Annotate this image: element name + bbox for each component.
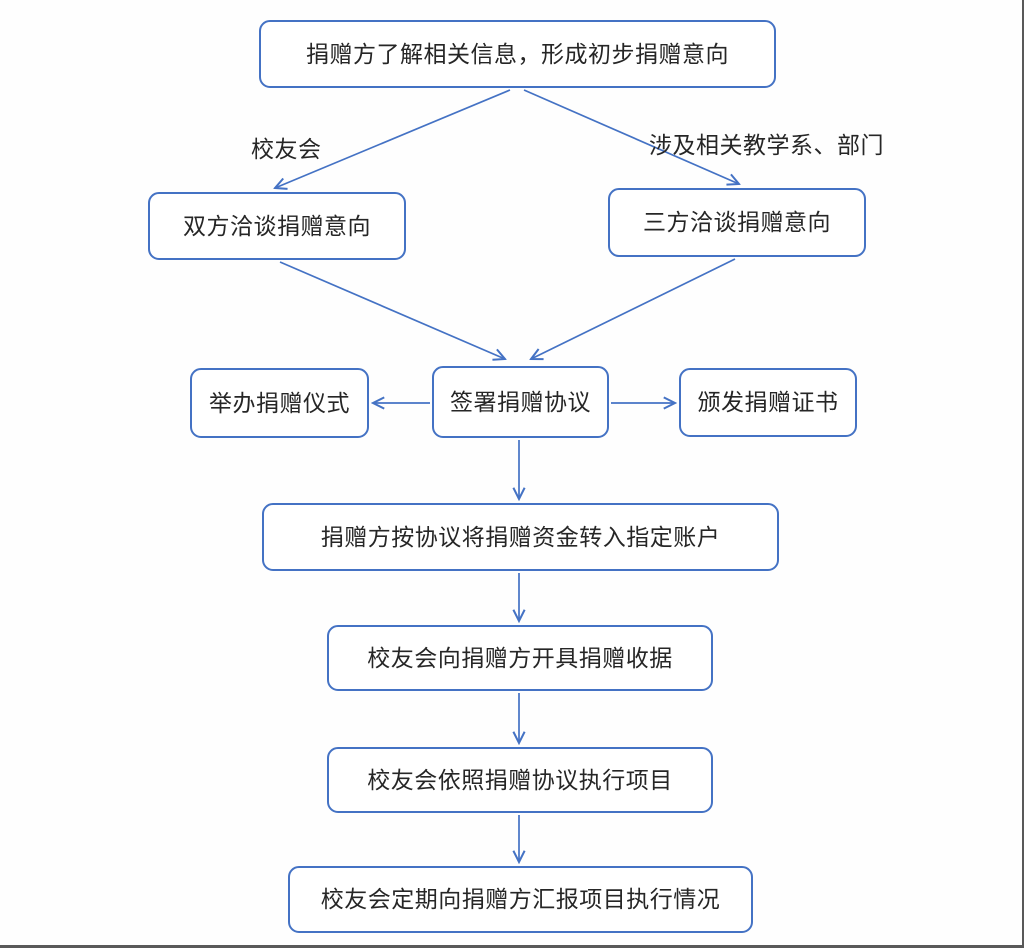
node-progress-report: 校友会定期向捐赠方汇报项目执行情况 <box>288 866 753 933</box>
node-initial-intent: 捐赠方了解相关信息，形成初步捐赠意向 <box>259 20 776 88</box>
node-trilateral-negotiation: 三方洽谈捐赠意向 <box>608 188 866 257</box>
node-donation-receipt: 校友会向捐赠方开具捐赠收据 <box>327 625 713 691</box>
node-fund-transfer: 捐赠方按协议将捐赠资金转入指定账户 <box>262 503 779 571</box>
node-project-execution: 校友会依照捐赠协议执行项目 <box>327 747 713 813</box>
node-donation-ceremony: 举办捐赠仪式 <box>190 368 369 438</box>
node-donation-certificate: 颁发捐赠证书 <box>679 368 857 437</box>
edge-label-related-departments: 涉及相关教学系、部门 <box>649 132 884 158</box>
arrow-trilateral-to-agreement <box>531 258 736 359</box>
node-bilateral-negotiation: 双方洽谈捐赠意向 <box>148 192 406 260</box>
frame-bottom-border <box>0 945 1024 948</box>
node-sign-agreement: 签署捐赠协议 <box>432 366 609 438</box>
edge-label-alumni-association: 校友会 <box>251 136 322 162</box>
arrow-bilateral-to-agreement <box>279 261 505 359</box>
frame-right-border <box>1022 0 1024 948</box>
